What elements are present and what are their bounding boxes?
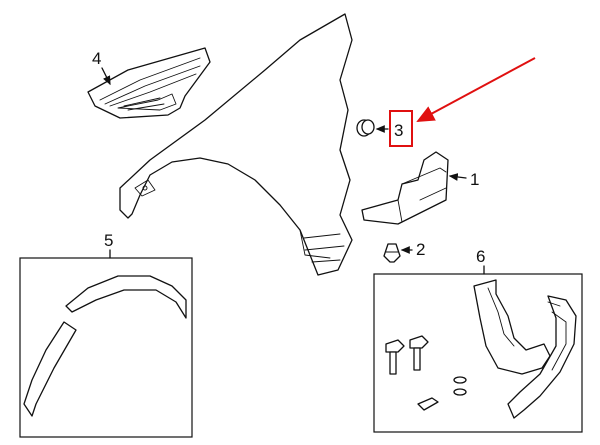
callout-1: 1	[470, 170, 479, 189]
callout-4: 4	[92, 49, 101, 68]
fender-panel	[119, 13, 353, 276]
part-5-arch-moulding	[23, 275, 187, 417]
part-5-box	[19, 257, 193, 438]
red-pointer-arrow	[416, 57, 536, 122]
part-3-plug	[356, 119, 375, 137]
callout-3: 3	[394, 121, 403, 140]
part-6-box	[373, 273, 583, 433]
highlight-box	[389, 110, 413, 147]
callout-5: 5	[104, 231, 113, 250]
callout-6: 6	[476, 247, 485, 266]
part-2-clip	[383, 243, 401, 263]
part-6-mudflap-kit	[385, 279, 577, 419]
part-1-splash-shield	[361, 151, 449, 225]
callout-2: 2	[416, 240, 425, 259]
part-4-vent	[87, 47, 211, 119]
